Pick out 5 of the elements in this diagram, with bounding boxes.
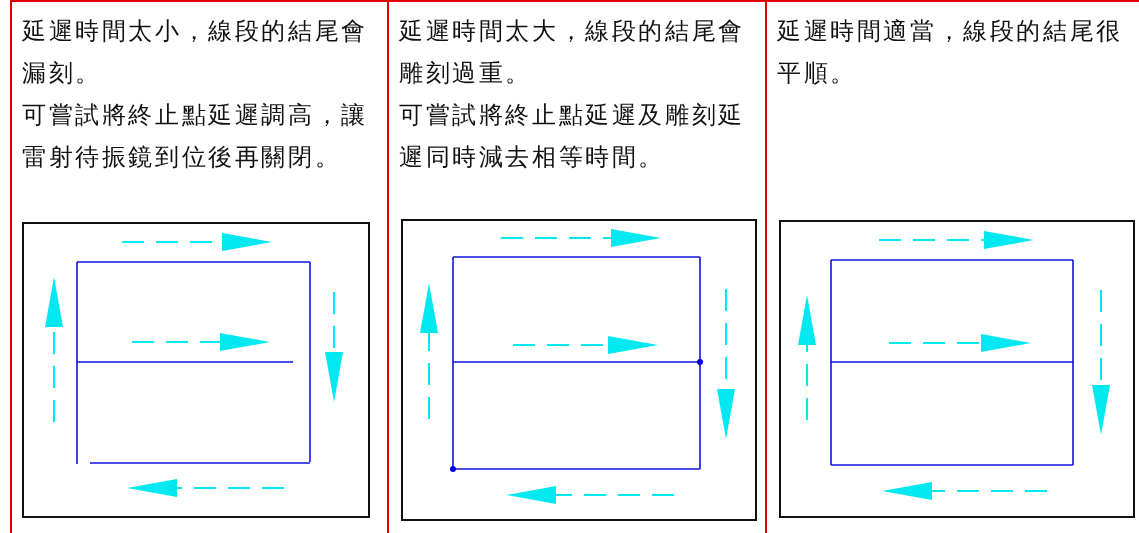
note-text: 可嘗試將終止點延遲及雕刻延遲同時減去相等時間。 [399,100,746,173]
note-text: 可嘗試將終止點延遲調高，讓雷射待振鏡到位後再關閉。 [22,100,369,173]
note-text: 延遲時間太大，線段的結尾會雕刻過重。 [399,16,746,89]
note-text: 延遲時間太小，線段的結尾會漏刻。 [22,16,369,89]
note-text: 延遲時間適當，線段的結尾很平順。 [777,16,1124,89]
